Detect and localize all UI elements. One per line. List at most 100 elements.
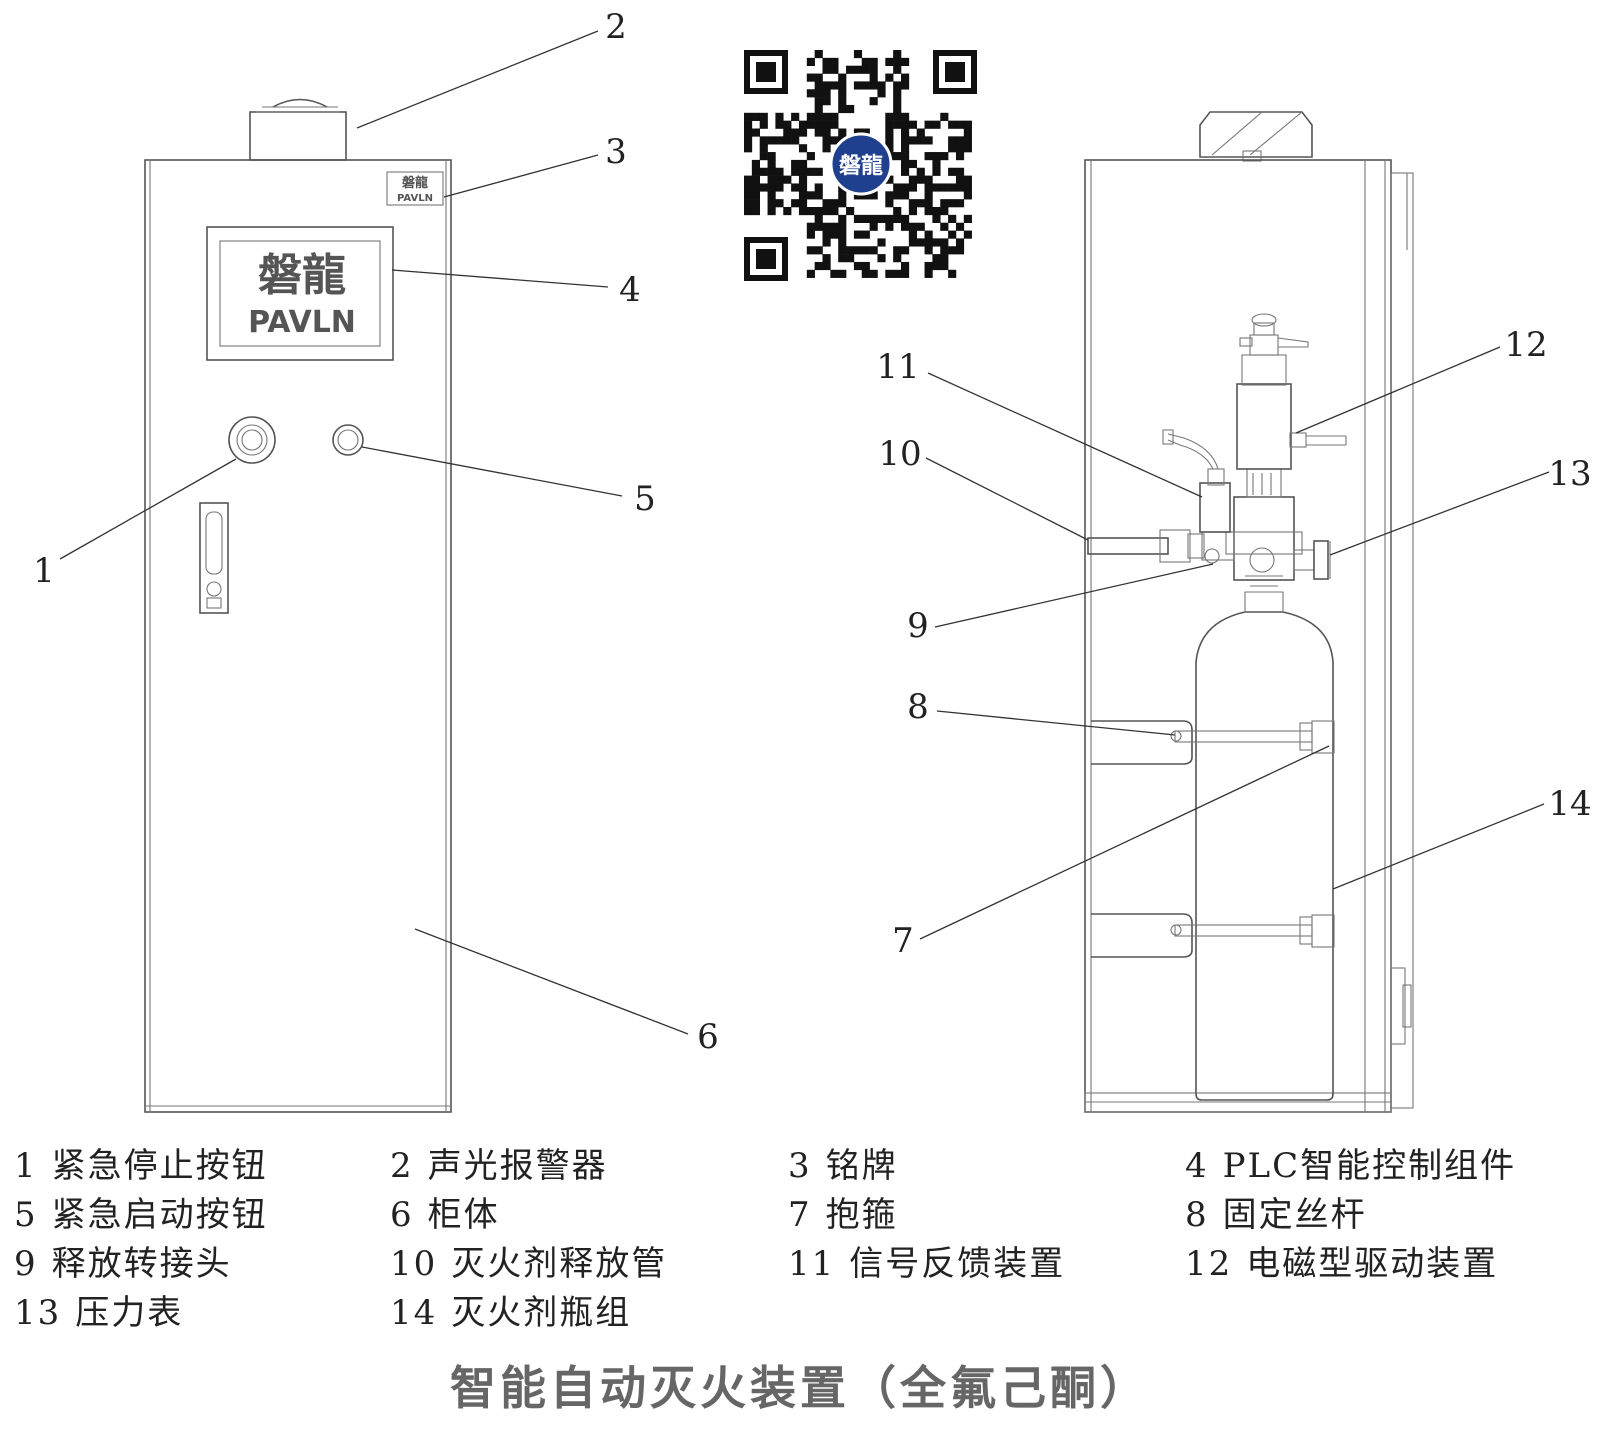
qr-module [885, 175, 894, 184]
legend-item-number: 4 [1185, 1146, 1209, 1186]
qr-module [908, 136, 917, 145]
callout-11: 11 [876, 347, 919, 387]
qr-module [806, 73, 815, 82]
legend-item-label: 灭火剂瓶组 [451, 1293, 632, 1333]
emergency-start-button [332, 424, 364, 456]
qr-module [767, 152, 776, 161]
qr-module [869, 246, 878, 255]
qr-module [744, 144, 753, 153]
callout-3: 3 [605, 132, 627, 172]
release-adapter [1201, 531, 1235, 564]
plc-control-panel: 磐龍 PAVLN [206, 226, 394, 361]
qr-module [901, 136, 910, 145]
qr-module [751, 191, 760, 200]
qr-module [830, 199, 839, 208]
qr-module [853, 214, 863, 223]
qr-module [751, 199, 760, 208]
legend-item-label: 固定丝杆 [1222, 1195, 1367, 1235]
qr-module [861, 191, 870, 200]
qr-module [901, 112, 910, 121]
legend-item-label: 紧急停止按钮 [51, 1146, 268, 1186]
qr-module [822, 144, 831, 153]
qr-module [806, 120, 815, 129]
qr-module [759, 144, 768, 153]
qr-module [955, 183, 965, 192]
qr-module [751, 112, 760, 121]
qr-module [838, 214, 847, 223]
qr-module [877, 238, 886, 247]
qr-module [853, 246, 863, 255]
legend-item-number: 14 [390, 1293, 438, 1333]
emergency-stop-button [228, 416, 276, 464]
agent-release-pipe [1087, 529, 1205, 563]
qr-module [908, 175, 917, 184]
qr-module [924, 120, 933, 129]
callout-1: 1 [33, 551, 55, 591]
callout-4: 4 [619, 270, 641, 310]
cabinet-internal-view [1084, 111, 1414, 1113]
qr-module [744, 183, 753, 192]
qr-module [893, 254, 902, 263]
qr-module [901, 246, 910, 255]
qr-module [955, 120, 965, 129]
qr-module [775, 183, 784, 192]
qr-module [948, 183, 957, 192]
qr-module [885, 73, 894, 82]
legend-item-label: 压力表 [75, 1293, 184, 1333]
qr-module [869, 222, 878, 231]
qr-module [838, 97, 847, 106]
qr-module [861, 65, 870, 74]
qr-module [830, 65, 839, 74]
qr-module [948, 167, 957, 176]
qr-module [932, 183, 941, 192]
qr-module [830, 230, 839, 239]
qr-module [901, 73, 910, 82]
legend-item: 1 紧急停止按钮 [14, 1138, 390, 1187]
door-handle-lock [199, 502, 229, 614]
qr-module [869, 214, 878, 223]
qr-module [893, 120, 902, 129]
qr-module [744, 191, 753, 200]
legend-item-number: 8 [1185, 1195, 1209, 1235]
qr-module [775, 120, 784, 129]
qr-module [806, 230, 815, 239]
legend-item-number: 3 [788, 1146, 812, 1186]
qr-module [767, 207, 776, 216]
qr-module [885, 128, 894, 137]
qr-module [885, 191, 894, 200]
qr-module [806, 57, 815, 66]
legend-item-number: 10 [390, 1244, 438, 1284]
qr-module [814, 167, 823, 176]
qr-module [955, 199, 965, 208]
qr-module [893, 50, 902, 59]
legend-item-number: 7 [788, 1195, 812, 1235]
legend-item-number: 1 [14, 1146, 38, 1186]
qr-module [932, 152, 941, 161]
qr-module [744, 128, 753, 137]
qr-module [822, 207, 831, 216]
qr-module [908, 207, 917, 216]
qr-module [814, 214, 823, 223]
qr-module [893, 246, 902, 255]
qr-module [830, 112, 839, 121]
qr-module [798, 128, 808, 137]
qr-module [822, 136, 831, 145]
qr-module [759, 112, 768, 121]
qr-module [822, 65, 831, 74]
qr-module [759, 152, 768, 161]
qr-module [869, 65, 878, 74]
callout-7: 7 [892, 921, 914, 961]
legend-item: 14 灭火剂瓶组 [390, 1285, 788, 1334]
qr-module [767, 199, 776, 208]
qr-module [751, 183, 760, 192]
qr-module [775, 112, 784, 121]
qr-module [806, 246, 815, 255]
